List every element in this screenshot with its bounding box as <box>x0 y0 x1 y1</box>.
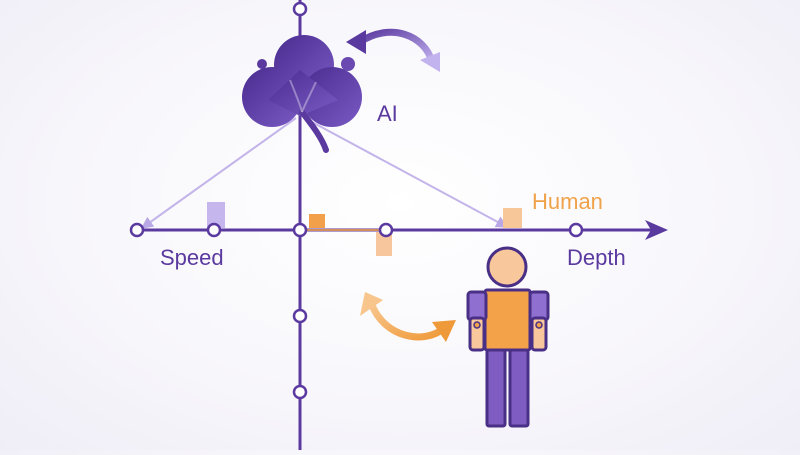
axis-arrowhead <box>645 220 668 240</box>
orange-bar-right <box>503 208 522 228</box>
axis-nodes <box>129 1 584 400</box>
axis-node <box>206 222 222 238</box>
orange-bar-below <box>376 232 392 256</box>
speed-axis-label: Speed <box>160 245 224 270</box>
orange-cycle-arrow <box>360 292 456 342</box>
depth-axis-label: Depth <box>567 245 626 270</box>
person-icon <box>466 246 550 428</box>
axis-node <box>292 1 308 17</box>
human-label: Human <box>532 189 603 214</box>
purple-cycle-arrow <box>346 28 440 72</box>
arrow-to-speed <box>141 117 297 229</box>
axis-node <box>378 222 394 238</box>
axis-node <box>292 308 308 324</box>
axis-node <box>292 384 308 400</box>
purple-bar <box>207 202 225 228</box>
axis-node <box>129 222 145 238</box>
clover-icon <box>242 35 362 153</box>
arrow-to-depth <box>311 121 509 228</box>
orange-bar-small <box>309 214 325 228</box>
axis-node <box>292 222 308 238</box>
axis-node <box>568 222 584 238</box>
ai-label: AI <box>377 101 398 126</box>
